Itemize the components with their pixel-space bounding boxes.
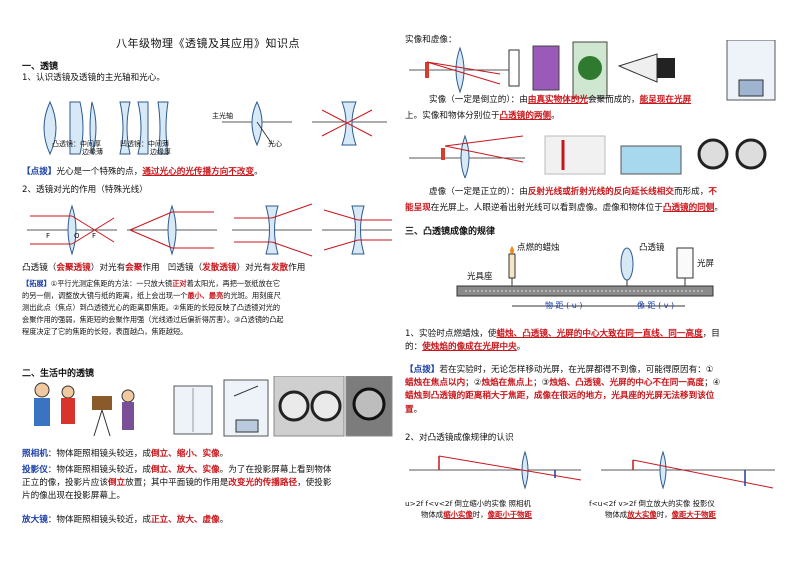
- extension-block: 【拓展】①平行光测定焦距的方法：一只放大镜正对着太阳光，再把一张纸放在它 的另一…: [22, 279, 284, 336]
- convex-lens-3: [89, 101, 97, 155]
- left-column: 八年级物理《透镜及其应用》知识点 一、透镜 1、认识透镜及透镜的主光轴和光心。 …: [22, 0, 394, 525]
- ray-diagrams: [27, 203, 392, 257]
- convex-lens-1: [43, 100, 57, 156]
- real-image-text-2: 上。实像和物体分别位于凸透镜的两侧。: [405, 111, 560, 121]
- magnifier-line: 放大镜：物体距照相镜头较近，成正立、放大、虚像。: [22, 515, 229, 525]
- section-1-item-1: 1、认识透镜及透镜的主光轴和光心。: [22, 73, 165, 83]
- real-image-figures: [409, 40, 776, 101]
- convex-caption: 凸透镜：中间厚 边缘薄: [52, 140, 103, 156]
- bench-v-label: 像 距 ( v ): [637, 301, 675, 310]
- label-f-2: F: [92, 232, 97, 240]
- concave-lens-2: [137, 101, 149, 155]
- lens-effect-line: 凸透镜（会聚透镜）对光有会聚作用 凹透镜（发散透镜）对光有发散作用: [22, 263, 306, 273]
- center-label: 光心: [268, 140, 282, 148]
- concave-lens-3: [157, 101, 169, 155]
- projector-block: 投影仪：物体距照相镜头较近，成倒立、放大、实像。为了在投影屏幕上看到物体 正立的…: [22, 465, 332, 502]
- rule-2: f<u<2f v>2f 倒立放大的实像 投影仪 物体成放大实像时，像距大于物距: [589, 499, 716, 519]
- optical-bench-figure: [456, 246, 714, 307]
- section-2-heading: 二、生活中的透镜: [22, 369, 95, 379]
- section-1-item-2: 2、透镜对光的作用（特殊光线）: [22, 185, 148, 195]
- rule-1: u>2f f<v<2f 倒立缩小的实像 照相机 物体成缩小实像时，像距小于物距: [405, 499, 532, 519]
- life-lens-images: [34, 376, 393, 437]
- page-title: 八年级物理《透镜及其应用》知识点: [116, 37, 300, 50]
- bench-screen-label: 光屏: [697, 259, 715, 269]
- concave-lens-1: [119, 101, 131, 155]
- virtual-image-figures: [409, 134, 767, 178]
- tip-2: 【点拨】若在实验时，无论怎样移动光屏，在光屏都得不到像，可能得原因有：① 蜡烛在…: [405, 365, 721, 415]
- bench-u-label: 物 距 ( u ): [545, 301, 583, 310]
- tip-1: 【点拨】光心是一个特殊的点，通过光心的光传播方向不改变。: [22, 167, 263, 177]
- convex-lens-2: [69, 101, 84, 155]
- section-3-item-2: 2、对凸透镜成像规律的认识: [405, 433, 514, 443]
- label-o-1: O: [74, 232, 80, 240]
- label-f-1: F: [46, 232, 51, 240]
- section-3-heading: 三、凸透镜成像的规律: [405, 227, 496, 237]
- bench-base-label: 光具座: [467, 272, 493, 282]
- imaging-rule-diagrams: [409, 450, 775, 490]
- lens-shapes-figure: [43, 100, 169, 156]
- experiment-text: 1、实验时点燃蜡烛，使蜡烛、凸透镜、光屏的中心大致在同一直线、同一高度，目 的：…: [405, 329, 720, 353]
- camera-line: 照相机：物体距照相镜头较远，成倒立、缩小、实像。: [22, 449, 229, 459]
- virtual-image-text-2: 能呈现在光屏上。人眼逆着出射光线可以看到虚像。虚像和物体位于凸透镜的同侧。: [405, 203, 724, 213]
- real-image-text: 实像（一定是倒立的）：由由真实物体的光会聚而成的，能呈现在光屏: [429, 95, 692, 105]
- section-1-heading: 一、透镜: [22, 62, 59, 72]
- bench-candle-label: 点燃的蜡烛: [517, 243, 560, 253]
- axis-center-figure: [222, 100, 387, 147]
- bench-lens-label: 凸透镜: [639, 243, 665, 253]
- virtual-image-text: 虚像（一定是正立的）：由反射光线或折射光线的反向延长线相交而形成，不: [429, 187, 717, 197]
- real-virtual-heading: 实像和虚像：: [405, 35, 457, 45]
- axis-label: 主光轴: [212, 112, 233, 120]
- concave-caption: 凹透镜：中间薄 边缘厚: [120, 140, 171, 156]
